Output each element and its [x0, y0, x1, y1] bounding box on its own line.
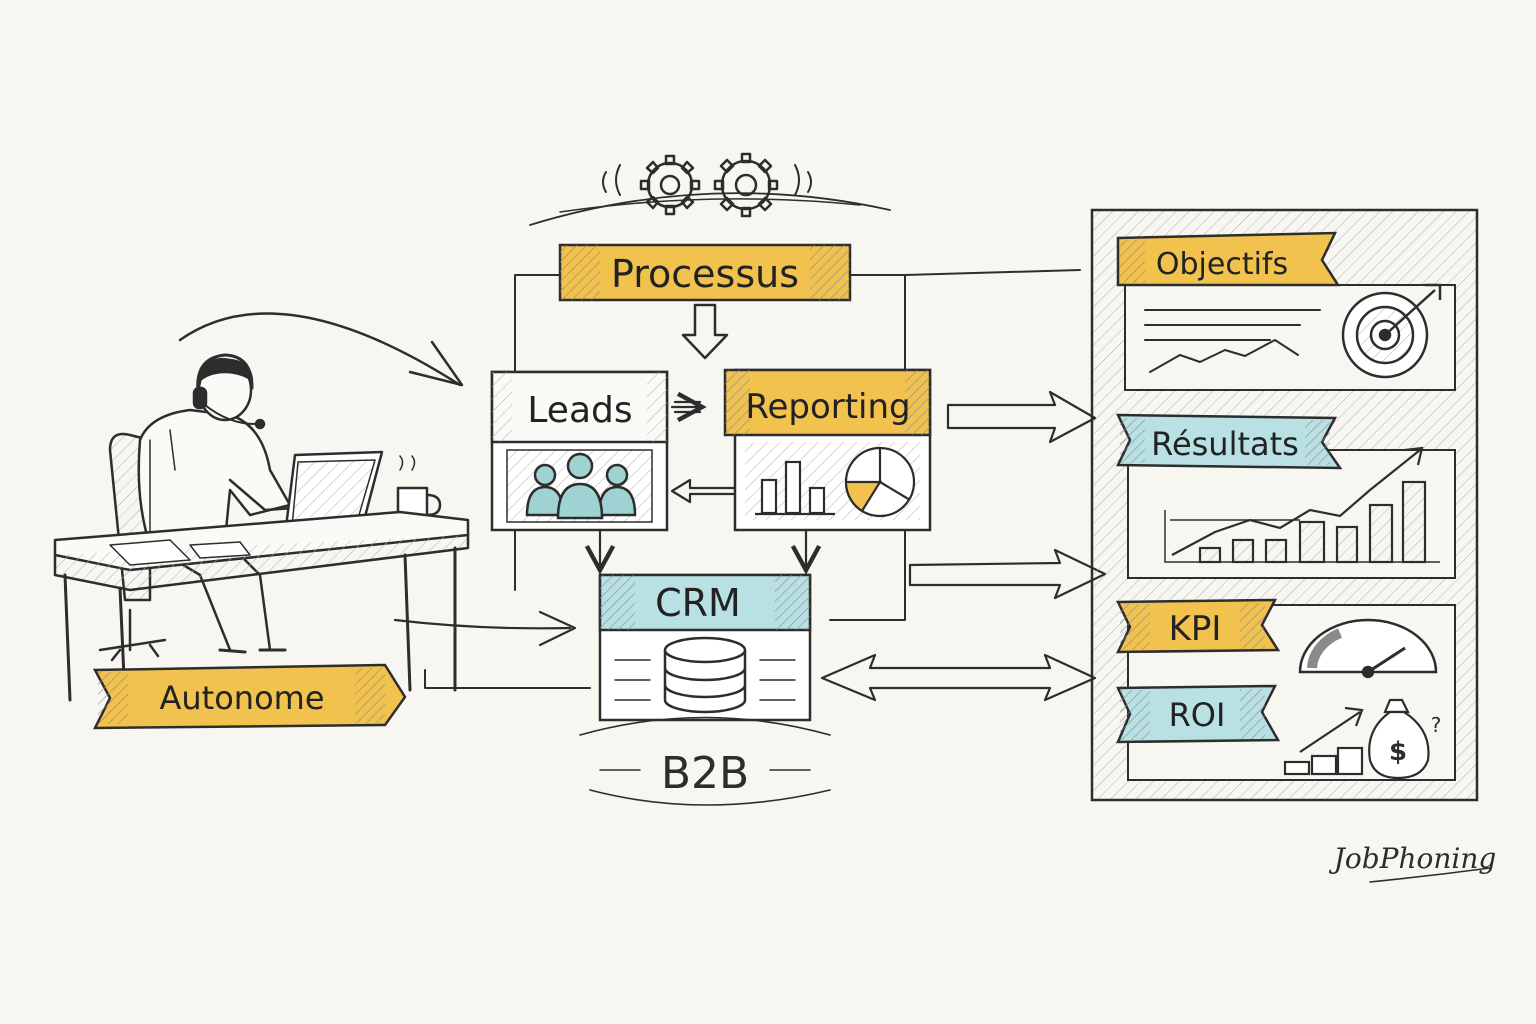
arrow-curve-to-leads — [178, 312, 464, 387]
label-objectifs: Objectifs — [1156, 247, 1288, 282]
banner-roi: ROI — [1116, 684, 1281, 744]
money-bag-icon: $ ? — [1283, 698, 1442, 780]
reporting-box: Reporting — [723, 368, 932, 532]
arrow-leads-to-reporting — [670, 402, 700, 412]
process-frame — [514, 269, 1081, 621]
banner-objectifs: Objectifs — [1116, 231, 1341, 287]
arrow-processus-down — [681, 303, 729, 360]
arrow-crm-kpi-bidirectional — [820, 653, 1097, 702]
arrow-person-to-crm — [393, 610, 577, 647]
brand-signature: JobPhoning — [1329, 842, 1497, 883]
label-leads: Leads — [527, 390, 632, 431]
brand-jobphoning: JobPhoning — [1329, 842, 1497, 875]
arrow-reporting-to-resultats — [946, 390, 1097, 444]
banner-kpi: KPI — [1116, 598, 1281, 654]
database-icon — [663, 636, 747, 714]
bar-pie-chart-icon — [755, 446, 916, 518]
label-b2b: B2B — [661, 748, 749, 799]
banner-autonome: Autonome — [92, 663, 407, 730]
people-icon — [525, 452, 637, 520]
growth-chart-icon — [1164, 446, 1440, 564]
label-resultats: Résultats — [1151, 425, 1299, 463]
arrows-to-crm — [600, 528, 806, 568]
leads-box: Leads — [490, 370, 669, 532]
banner-processus: Processus — [558, 243, 852, 302]
label-crm: CRM — [655, 581, 741, 625]
gears-icon — [529, 152, 891, 226]
label-roi: ROI — [1169, 696, 1226, 734]
gauge-icon — [1298, 618, 1438, 679]
headset-worker-icon — [53, 353, 470, 702]
crm-box: CRM — [598, 573, 812, 722]
objectifs-line-chart — [1144, 309, 1321, 373]
banner-resultats: Résultats — [1116, 413, 1343, 470]
svg-text:$: $ — [1389, 737, 1407, 767]
b2b-label-group: B2B — [579, 716, 831, 806]
arrow-reporting-to-leads — [670, 478, 737, 504]
target-icon — [1341, 283, 1442, 379]
label-reporting: Reporting — [745, 387, 910, 427]
line-autonome-to-crm — [424, 669, 591, 689]
label-processus: Processus — [611, 252, 799, 296]
label-autonome: Autonome — [159, 679, 324, 717]
svg-text:?: ? — [1431, 713, 1442, 737]
label-kpi: KPI — [1169, 609, 1222, 649]
arrow-crm-to-resultats — [908, 548, 1107, 600]
